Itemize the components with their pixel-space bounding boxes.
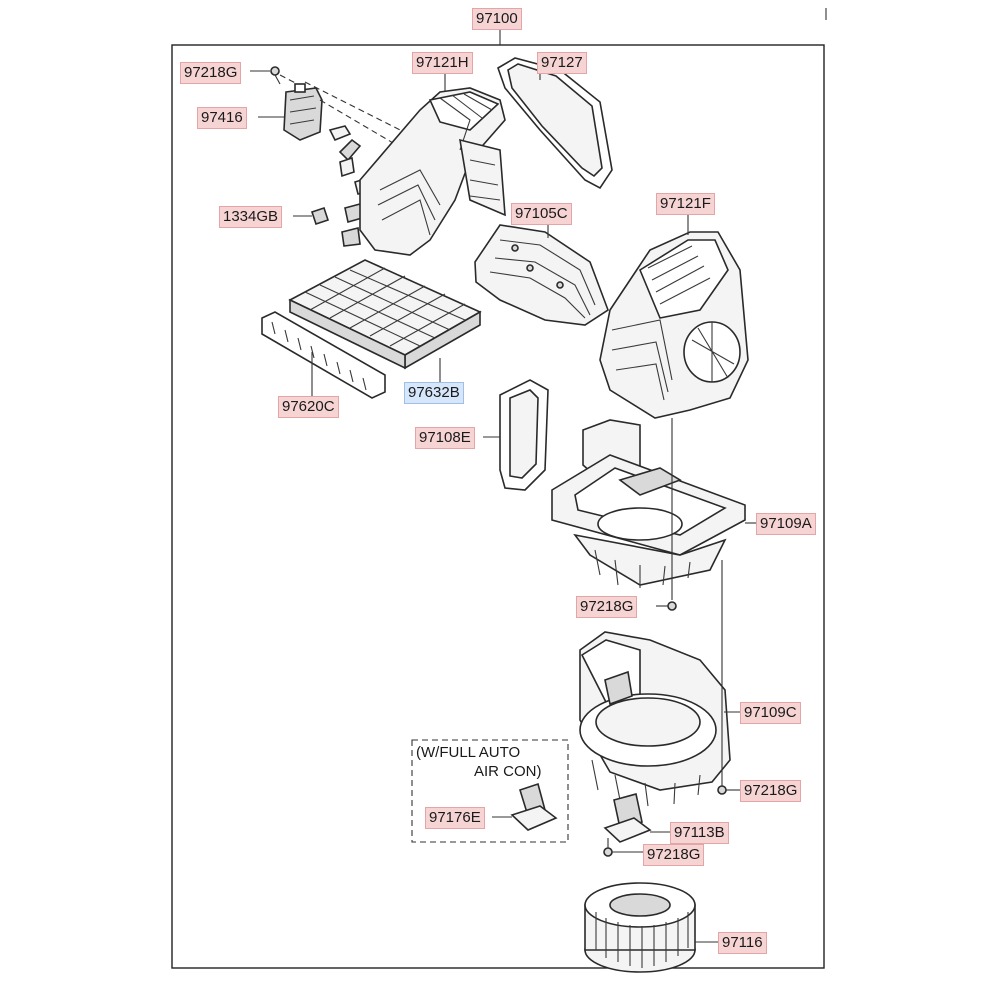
label-97620c[interactable]: 97620C [278, 396, 339, 418]
resistor-97176e [510, 782, 558, 831]
label-97218g-right[interactable]: 97218G [740, 780, 802, 802]
label-97218g-top[interactable]: 97218G [180, 62, 242, 84]
upper-case-97121h [359, 87, 506, 256]
seal-97108e [499, 379, 549, 491]
resistor-97113b [603, 793, 652, 843]
label-97218g-mid[interactable]: 97218G [576, 596, 638, 618]
label-97100[interactable]: 97100 [472, 8, 522, 30]
option-box [411, 739, 569, 843]
option-note-line2: AIR CON) [474, 763, 542, 780]
label-97109a[interactable]: 97109A [756, 513, 816, 535]
screw-top-left [270, 66, 281, 85]
seal-97127 [497, 57, 613, 190]
label-97121h[interactable]: 97121H [412, 52, 473, 74]
label-97176e[interactable]: 97176E [425, 807, 485, 829]
label-97632b[interactable]: 97632B [404, 382, 464, 404]
label-1334gb[interactable]: 1334GB [219, 206, 283, 228]
label-97416[interactable]: 97416 [197, 107, 247, 129]
blower-motor-97116 [584, 882, 696, 973]
assembly-frame [171, 44, 825, 969]
screw-bottom [603, 838, 613, 857]
label-97218g-bottom[interactable]: 97218G [643, 844, 705, 866]
actuator-97416 [283, 83, 323, 141]
screw-mid [667, 601, 677, 611]
label-97127[interactable]: 97127 [537, 52, 587, 74]
frame-97620c [261, 311, 386, 399]
blower-case-97109c [579, 631, 731, 807]
linkage-pieces [328, 125, 371, 247]
option-note-line1: (W/FULL AUTO [416, 744, 521, 761]
label-97116[interactable]: 97116 [718, 932, 767, 954]
lower-case-97109a [551, 419, 746, 588]
label-97121f[interactable]: 97121F [656, 193, 715, 215]
label-97109c[interactable]: 97109C [740, 702, 801, 724]
label-97108e[interactable]: 97108E [415, 427, 475, 449]
screw-right [717, 785, 727, 795]
filter-97632b [288, 259, 482, 370]
clip-1334gb [310, 206, 330, 226]
label-97105c[interactable]: 97105C [511, 203, 572, 225]
cover-97105c [474, 224, 609, 326]
case-97121f [599, 231, 749, 419]
label-97113b[interactable]: 97113B [670, 822, 729, 844]
